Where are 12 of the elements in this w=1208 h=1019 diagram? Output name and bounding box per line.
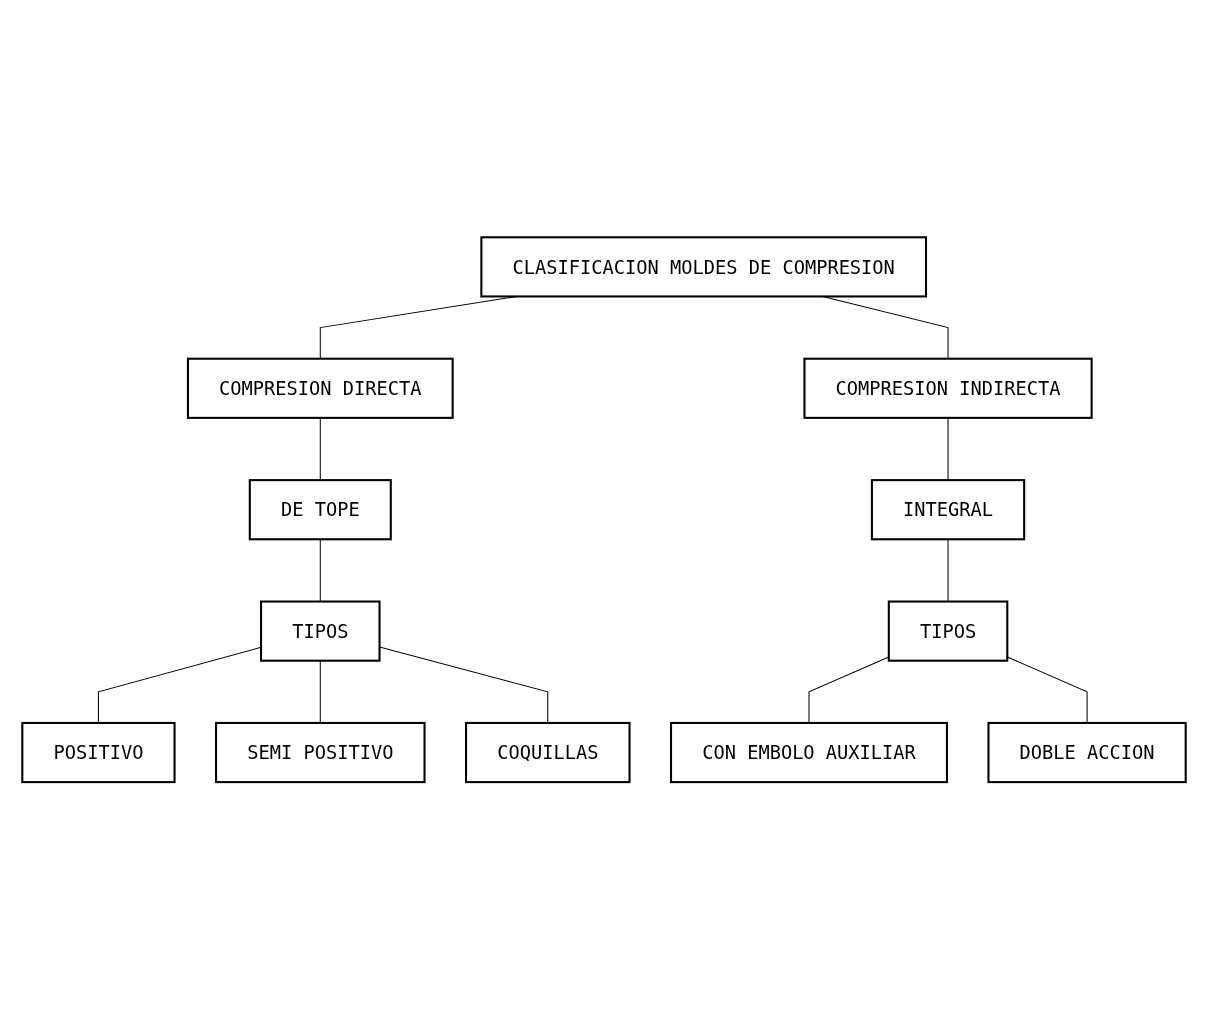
node-box: CON EMBOLO AUXILIAR: [670, 721, 948, 783]
node-box: COMPRESION INDIRECTA: [803, 357, 1093, 419]
node-box: COMPRESION DIRECTA: [186, 357, 454, 419]
node-box: TIPOS: [887, 600, 1009, 662]
node-box: CLASIFICACION MOLDES DE COMPRESION: [480, 236, 928, 298]
node-box: INTEGRAL: [870, 478, 1026, 541]
node-box: DE TOPE: [248, 478, 392, 541]
node-box: COQUILLAS: [465, 721, 631, 783]
node-box: TIPOS: [260, 600, 381, 662]
node-box: POSITIVO: [21, 721, 176, 783]
node-box: DOBLE ACCION: [987, 721, 1187, 783]
node-box: SEMI POSITIVO: [215, 721, 426, 783]
